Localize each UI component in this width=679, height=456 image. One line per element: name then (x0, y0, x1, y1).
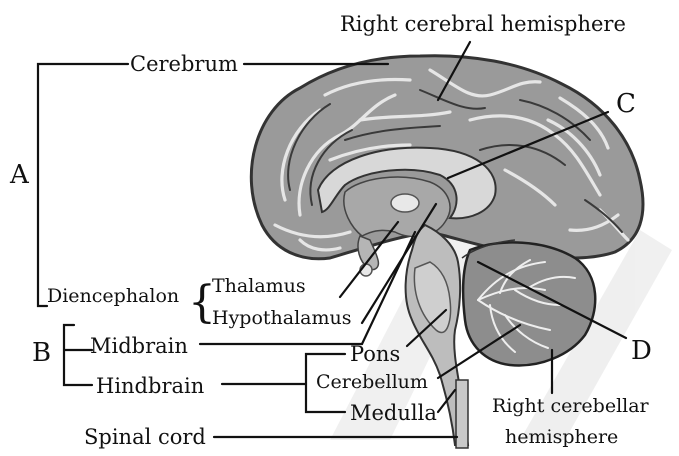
label-d: D (631, 336, 652, 366)
label-cerebellum: Cerebellum (316, 371, 428, 393)
label-spinal-cord: Spinal cord (84, 425, 206, 449)
label-right-cerebellar-line1: Right cerebellar (492, 395, 650, 417)
spinal-cord (456, 380, 468, 448)
label-b: B (32, 338, 51, 368)
label-diencephalon: Diencephalon (47, 285, 179, 307)
label-right-cerebral-hemisphere: Right cerebral hemisphere (340, 12, 626, 36)
label-hindbrain: Hindbrain (96, 374, 204, 398)
label-right-cerebellar-line2: hemisphere (505, 426, 618, 448)
label-hypothalamus: Hypothalamus (212, 307, 352, 329)
label-medulla: Medulla (350, 401, 437, 425)
label-midbrain: Midbrain (90, 334, 188, 358)
label-a: A (9, 160, 30, 190)
label-thalamus: Thalamus (212, 275, 306, 297)
label-cerebrum: Cerebrum (130, 52, 238, 76)
label-c: C (616, 89, 636, 119)
label-pons: Pons (350, 342, 400, 366)
